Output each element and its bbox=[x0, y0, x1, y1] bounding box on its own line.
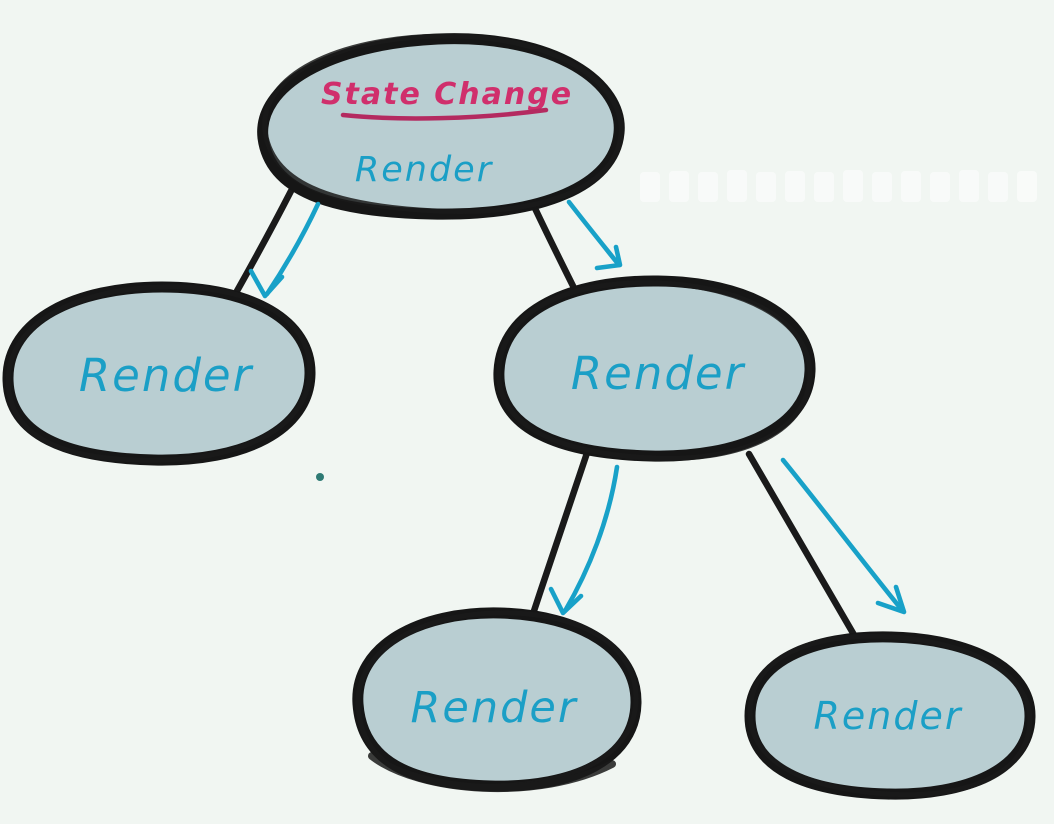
node-root: State Change Render bbox=[257, 33, 625, 220]
grandchild-right-label: Render bbox=[814, 694, 963, 738]
arrow-child-right-to-grandchild-left bbox=[548, 464, 620, 616]
node-child-left: Render bbox=[2, 281, 316, 466]
child-left-label: Render bbox=[79, 349, 254, 402]
edge-root-to-child-right bbox=[528, 198, 583, 302]
arrow-child-right-to-grandchild-right bbox=[780, 457, 907, 615]
root-label: Render bbox=[355, 150, 494, 190]
watermark-pattern bbox=[640, 170, 1037, 202]
root-heading: State Change bbox=[321, 77, 573, 112]
child-right-label: Render bbox=[571, 347, 746, 400]
node-child-right: Render bbox=[493, 275, 816, 462]
root-heading-underline bbox=[340, 107, 549, 121]
edge-child-right-to-grandchild-left bbox=[525, 449, 591, 630]
edge-child-right-to-grandchild-right bbox=[745, 450, 861, 644]
edge-root-to-child-left bbox=[233, 187, 295, 295]
arrow-root-to-child-left bbox=[248, 201, 321, 299]
node-grandchild-right: Render bbox=[744, 631, 1036, 800]
node-grandchild-left: Render bbox=[352, 607, 642, 793]
arrow-root-to-child-right bbox=[566, 199, 623, 271]
grandchild-left-label: Render bbox=[410, 683, 577, 733]
stray-pen-dot bbox=[316, 473, 324, 481]
